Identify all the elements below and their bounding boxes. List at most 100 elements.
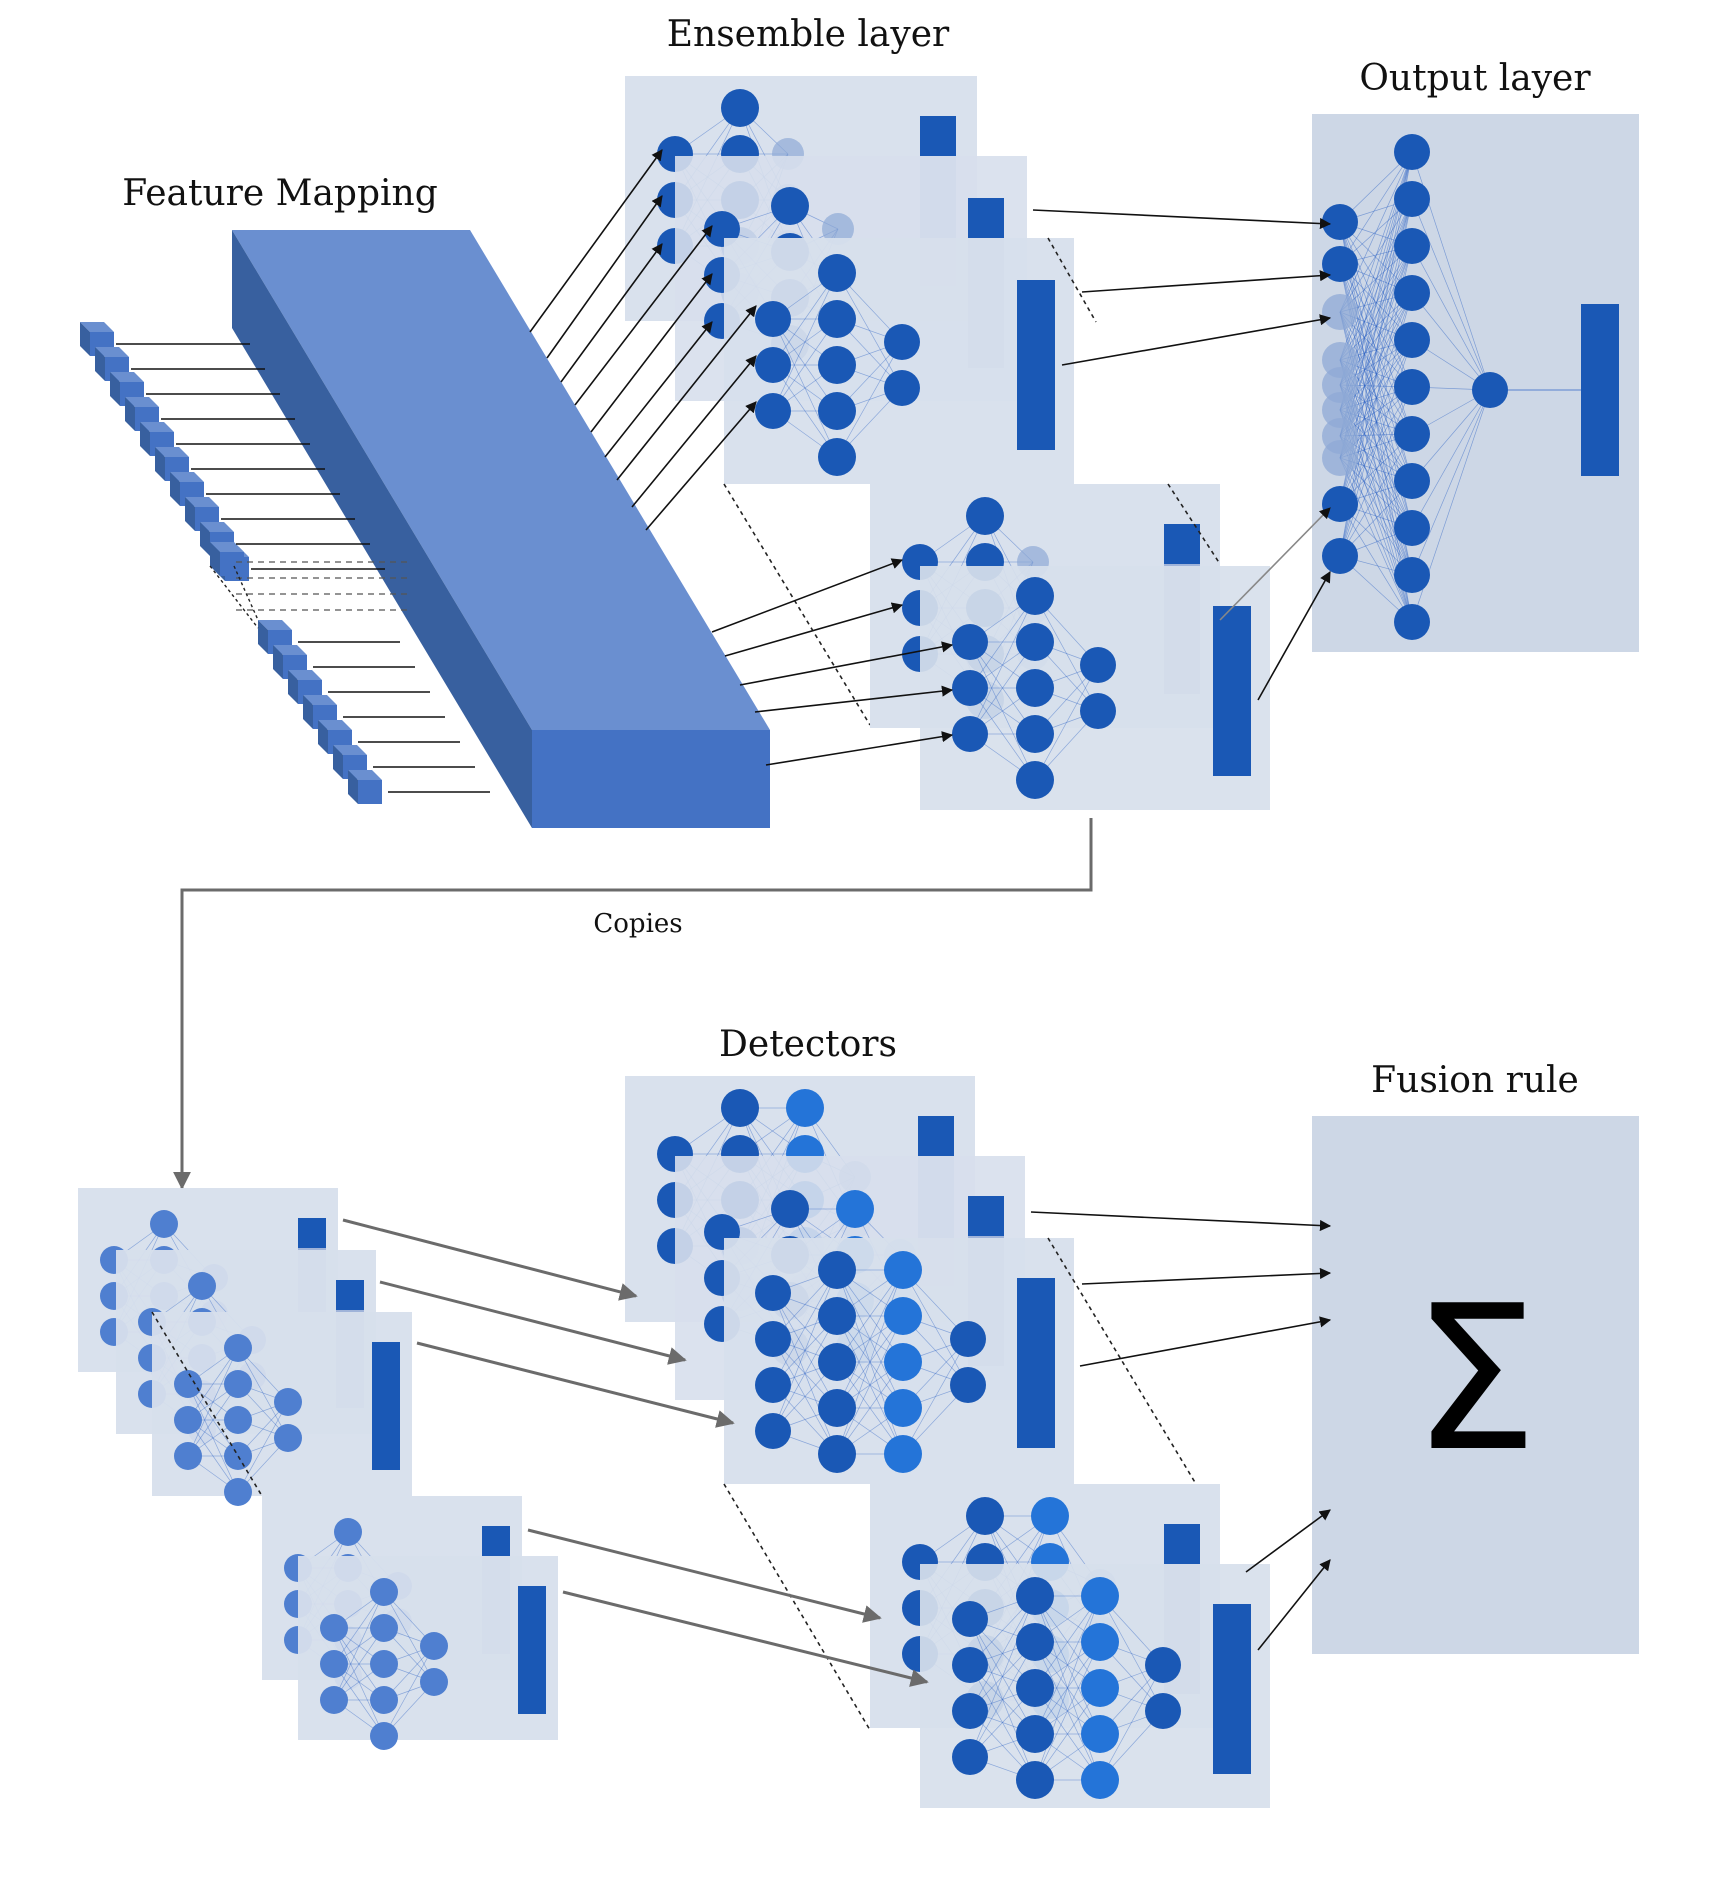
feature-cube-top — [210, 542, 244, 552]
neuron-node — [1394, 416, 1430, 452]
network-edge — [969, 595, 1036, 735]
neuron-node — [721, 89, 759, 127]
neuron-node — [1322, 294, 1358, 330]
neuron-node — [755, 301, 791, 337]
neuron-node — [755, 347, 791, 383]
network-copies — [78, 1188, 558, 1750]
network-edge — [383, 1645, 435, 1737]
neuron-node — [1394, 322, 1430, 358]
output-layer-title: Output layer — [1359, 58, 1591, 99]
arrow — [379, 1280, 687, 1365]
feature-cube-side — [258, 620, 268, 654]
feature-cube-top — [185, 497, 219, 507]
feature-cube-top — [200, 522, 234, 532]
network-edge — [1411, 198, 1491, 391]
neuron-node — [952, 716, 988, 752]
neuron-node — [1394, 275, 1430, 311]
feature-cube-side — [155, 447, 165, 481]
neuron-node — [320, 1614, 348, 1642]
neuron-node — [1322, 392, 1358, 428]
stack-dotted-line — [151, 1311, 263, 1497]
arrow — [1079, 1316, 1332, 1367]
network-edge — [333, 1663, 385, 1737]
detectors-to-fusion-arrows — [1030, 1211, 1332, 1651]
feature-mapping-block — [232, 230, 770, 828]
neuron-node — [1081, 1577, 1119, 1615]
network-edge — [1339, 433, 1413, 557]
neuron-node — [755, 1321, 791, 1357]
neuron-node — [224, 1370, 252, 1398]
arrow — [1257, 1559, 1331, 1651]
neuron-node — [818, 1435, 856, 1473]
neuron-node — [1016, 761, 1054, 799]
arrow — [1061, 314, 1332, 366]
output-layer-network — [1322, 134, 1590, 640]
neuron-node — [771, 1190, 809, 1228]
neuron-node — [771, 187, 809, 225]
neuron-node — [755, 393, 791, 429]
neuron-node — [884, 370, 920, 406]
neuron-node — [952, 1647, 988, 1683]
ensemble-panel-5 — [920, 566, 1270, 810]
neuron-node — [224, 1442, 252, 1470]
arrow — [631, 355, 757, 508]
feature-cube-side — [80, 322, 90, 356]
neuron-node — [370, 1650, 398, 1678]
feature-cube-top — [348, 770, 382, 780]
stack-dotted-line — [723, 483, 871, 726]
neuron-node — [1031, 1497, 1069, 1535]
detectors-title: Detectors — [719, 1024, 897, 1065]
ensemble-layer-panels — [625, 76, 1270, 810]
neuron-node — [1016, 1761, 1054, 1799]
feature-cube-top — [288, 670, 322, 680]
neuron-node — [1016, 1577, 1054, 1615]
feature-cube-top — [155, 447, 189, 457]
copies-connector — [173, 818, 1093, 1190]
neuron-node — [320, 1686, 348, 1714]
neuron-node — [755, 1413, 791, 1449]
copy-panel-5 — [298, 1556, 558, 1750]
neuron-node — [224, 1334, 252, 1362]
network-edge — [836, 341, 903, 458]
neuron-node — [188, 1272, 216, 1300]
ensemble-to-output-arrows — [1032, 209, 1332, 701]
detector-panel-5 — [920, 1564, 1270, 1808]
stack-dotted-line — [1047, 237, 1097, 323]
network-edge — [836, 1269, 904, 1409]
network-edge — [333, 1627, 385, 1737]
network-edge — [772, 318, 838, 458]
ensemble-layer-title: Ensemble layer — [667, 14, 950, 55]
neuron-node — [818, 254, 856, 292]
arrow — [1081, 270, 1332, 293]
neuron-node — [818, 392, 856, 430]
feature-block-side — [232, 230, 532, 828]
arrow — [546, 195, 663, 359]
arrow — [1030, 1211, 1332, 1232]
network-edge — [1411, 245, 1491, 391]
neuron-node — [1016, 577, 1054, 615]
neuron-node — [952, 624, 988, 660]
feature-cube-top — [273, 645, 307, 655]
neuron-node — [952, 1601, 988, 1637]
neuron-node — [950, 1367, 986, 1403]
neuron-node — [1145, 1693, 1181, 1729]
neuron-node — [1394, 134, 1430, 170]
neuron-node — [952, 670, 988, 706]
arrow — [1081, 1267, 1332, 1285]
neuron-node — [1394, 604, 1430, 640]
neuron-node — [884, 1343, 922, 1381]
arrow — [765, 731, 954, 766]
neuron-node — [1081, 1715, 1119, 1753]
arrow — [560, 243, 663, 383]
copies-label: Copies — [593, 909, 682, 939]
feature-cube-side — [95, 347, 105, 381]
copies-arrow — [173, 818, 1093, 1190]
neuron-node — [420, 1668, 448, 1696]
output-layer-panel — [1312, 114, 1639, 652]
network-edge — [969, 1664, 1036, 1781]
neuron-node — [1394, 228, 1430, 264]
network-edge — [836, 272, 903, 389]
arrow — [527, 1528, 882, 1623]
neuron-node — [950, 1321, 986, 1357]
